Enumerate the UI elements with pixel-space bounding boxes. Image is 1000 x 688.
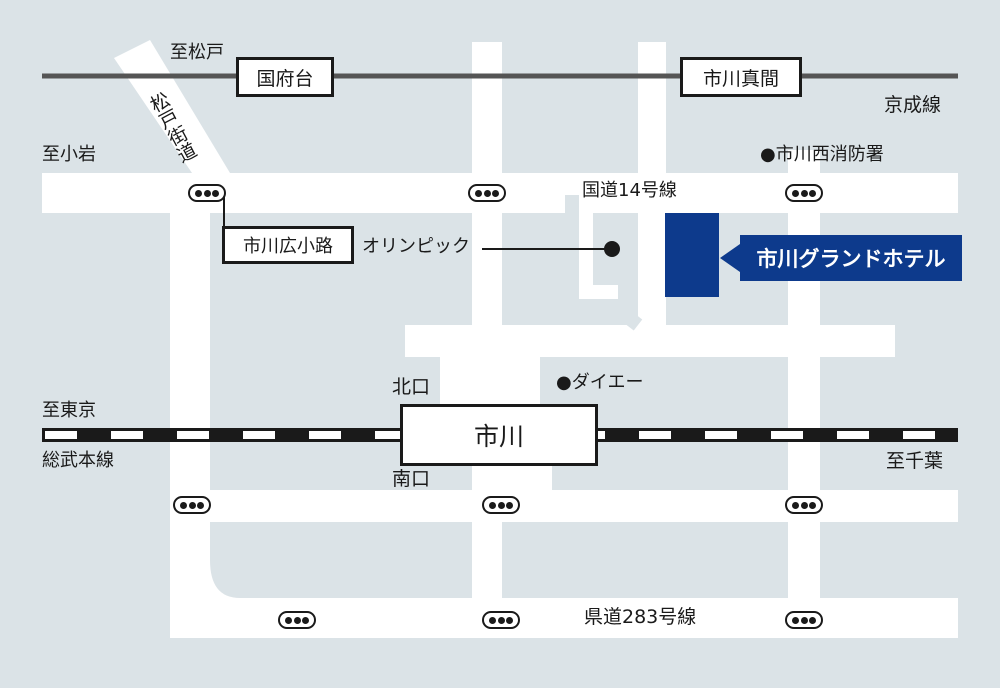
road-corner-curve [170,560,240,638]
road-middle-south [170,490,958,522]
landmark-dot-icon [604,241,620,257]
hotel-pointer [720,244,740,272]
line-sobu-label: 総武本線 [42,450,114,471]
landmark-fire-station[interactable]: ●市川西消防署 [760,144,884,165]
traffic-signal-icon [785,184,823,202]
exit-south: 南口 [392,468,431,490]
road-north-area [440,357,540,407]
intersection-hirokoji[interactable]: 市川広小路 [222,226,354,264]
direction-tokyo: 至東京 [42,400,96,421]
exit-north: 北口 [392,376,431,398]
traffic-signal-icon [482,611,520,629]
road-center-right-vertical [638,42,666,332]
road-right-vertical [788,150,820,638]
road-matsudo-kaido [114,40,230,173]
station-kounodai[interactable]: 国府台 [236,57,334,97]
traffic-signal-icon [482,496,520,514]
traffic-signal-icon [188,184,226,202]
traffic-signal-icon [468,184,506,202]
traffic-signal-icon [173,496,211,514]
hotel-building[interactable] [665,213,719,297]
line-keisei-label: 京成線 [884,94,942,116]
hotel-label[interactable]: 市川グランドホテル [740,235,962,281]
landmark-olympic[interactable]: オリンピック [362,236,470,257]
road-center-vertical [472,42,502,638]
landmark-daiei[interactable]: ●ダイエー [556,372,644,393]
direction-koiwa: 至小岩 [42,144,96,165]
station-ichikawa[interactable]: 市川 [400,404,598,466]
direction-matsudo: 至松戸 [170,42,224,63]
road-route14-label: 国道14号線 [582,180,677,201]
traffic-signal-icon [278,611,316,629]
traffic-signal-icon [785,496,823,514]
direction-chiba: 至千葉 [886,450,944,472]
road-route283-label: 県道283号線 [584,606,697,628]
traffic-signal-icon [785,611,823,629]
station-ichikawa-mama[interactable]: 市川真間 [680,57,802,97]
